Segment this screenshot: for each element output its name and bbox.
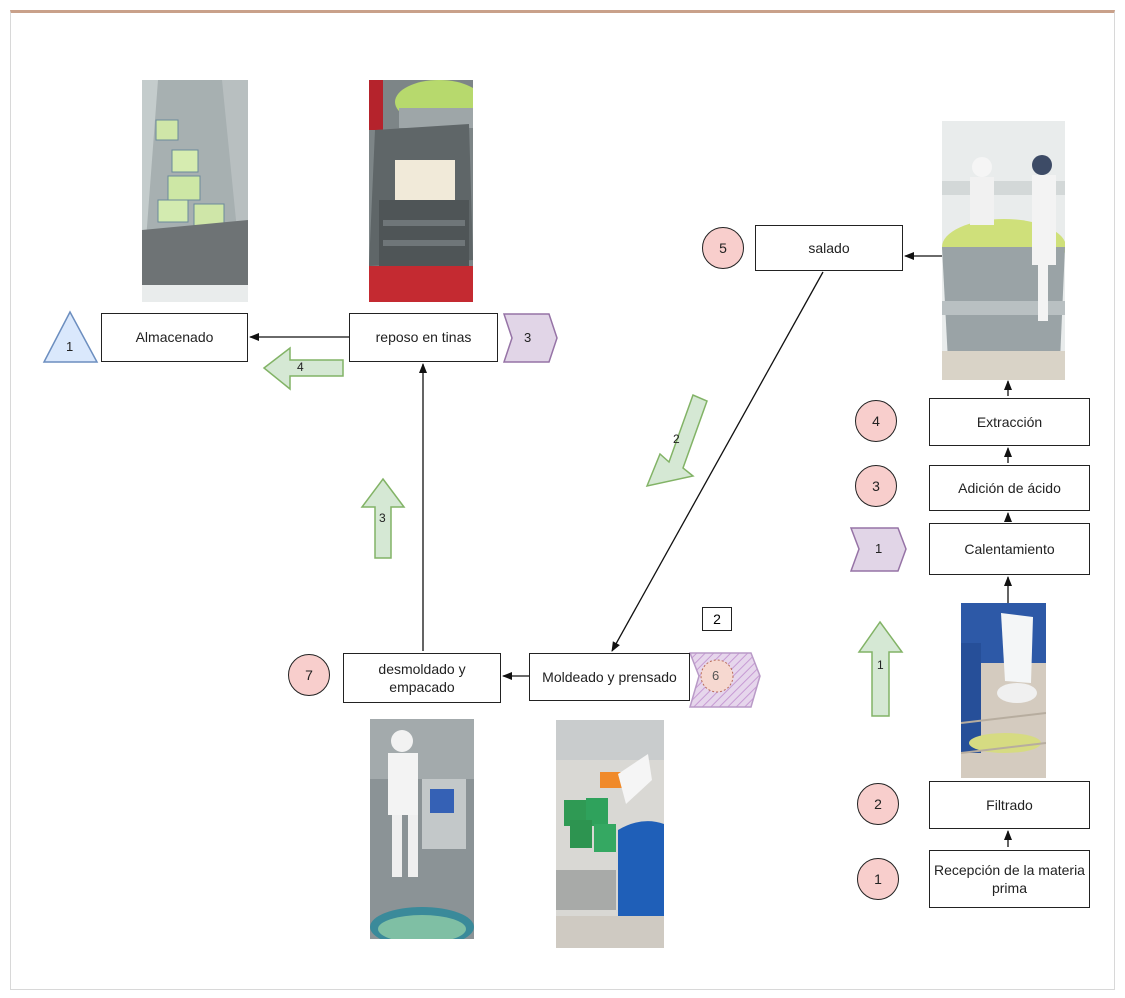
transport-arrow-4	[262, 346, 344, 391]
delay-marker-calentamiento-label: 1	[875, 541, 883, 556]
step-adicion: Adición de ácido	[929, 465, 1090, 511]
step-recepcion-label: Recepción de la materia prima	[934, 861, 1085, 896]
step-recepcion: Recepción de la materia prima	[929, 850, 1090, 908]
transport-marker-2: 2	[673, 432, 680, 446]
step-desmoldado: desmoldado y empacado	[343, 653, 501, 703]
operation-marker-moldeado-label: 6	[712, 668, 720, 683]
operation-marker-filtrado: 2	[857, 783, 899, 825]
step-extraccion: Extracción	[929, 398, 1090, 446]
delay-shape-calentamiento	[849, 527, 907, 572]
step-adicion-label: Adición de ácido	[958, 479, 1061, 496]
step-reposo-label: reposo en tinas	[375, 329, 472, 346]
photo-extraction-vat	[942, 121, 1065, 380]
step-almacenado: Almacenado	[101, 313, 248, 362]
operation-marker-filtrado-label: 2	[874, 796, 882, 812]
transport-marker-1: 1	[877, 658, 884, 672]
step-calentamiento-label: Calentamiento	[964, 540, 1055, 557]
step-filtrado: Filtrado	[929, 781, 1090, 829]
step-desmoldado-label: desmoldado y empacado	[378, 660, 466, 695]
transport-arrow-2	[645, 393, 708, 488]
photo-resting-crate	[369, 80, 473, 302]
operation-marker-desmoldado: 7	[288, 654, 330, 696]
operation-marker-adicion-label: 3	[872, 478, 880, 494]
transport-arrow-3	[360, 477, 406, 559]
step-moldeado-label: Moldeado y prensado	[542, 668, 677, 685]
step-moldeado: Moldeado y prensado	[529, 653, 690, 701]
step-almacenado-label: Almacenado	[135, 329, 214, 346]
operation-marker-extraccion: 4	[855, 400, 897, 442]
step-filtrado-label: Filtrado	[986, 796, 1033, 813]
delay-shape-reposo	[502, 313, 558, 363]
transport-marker-3: 3	[379, 511, 386, 525]
operation-marker-adicion: 3	[855, 465, 897, 507]
operation-marker-salado-label: 5	[719, 240, 727, 256]
operation-marker-desmoldado-label: 7	[305, 667, 313, 683]
combined-circle-moldeado	[700, 659, 734, 693]
operation-marker-recepcion: 1	[857, 858, 899, 900]
step-extraccion-label: Extracción	[976, 413, 1043, 430]
operation-marker-recepcion-label: 1	[874, 871, 882, 887]
photo-filtering	[961, 603, 1046, 778]
photo-molding	[556, 720, 664, 948]
transport-marker-4: 4	[297, 360, 304, 374]
step-reposo: reposo en tinas	[349, 313, 498, 362]
delay-marker-reposo-label: 3	[524, 330, 532, 345]
step-salado-label: salado	[808, 239, 850, 256]
arrow-salado-moldeado	[611, 271, 824, 652]
transport-arrow-1	[857, 620, 904, 717]
step-salado: salado	[755, 225, 903, 271]
operation-marker-salado: 5	[702, 227, 744, 269]
inspection-marker: 2	[702, 607, 732, 631]
inspection-marker-label: 2	[713, 611, 721, 627]
photo-demolding	[370, 719, 474, 939]
storage-marker-label: 1	[66, 339, 74, 354]
operation-marker-extraccion-label: 4	[872, 413, 880, 429]
storage-triangle	[42, 310, 99, 363]
photo-storage-trough	[142, 80, 248, 302]
step-calentamiento: Calentamiento	[929, 523, 1090, 575]
